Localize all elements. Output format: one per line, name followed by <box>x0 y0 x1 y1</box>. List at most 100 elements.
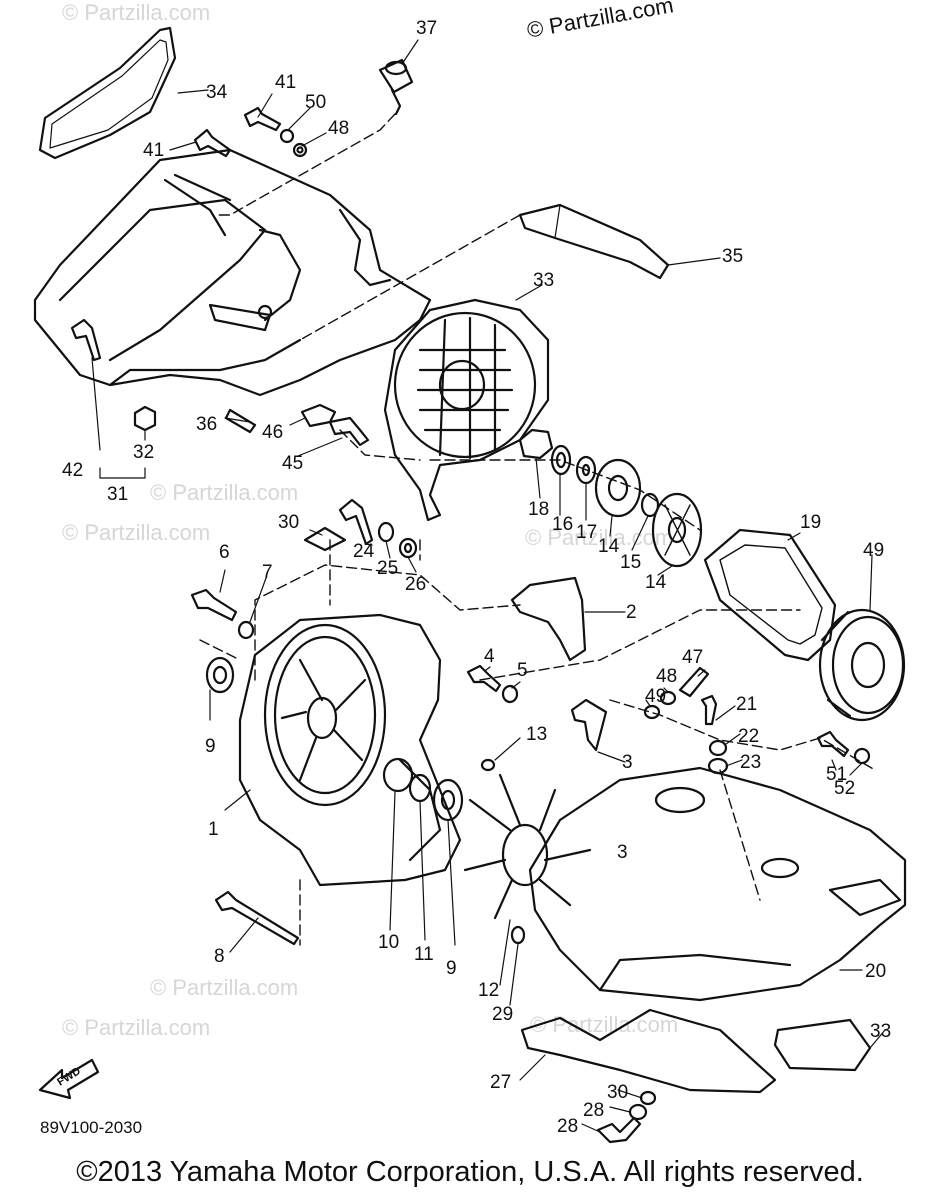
part-45-bracket <box>328 416 370 447</box>
callout-39: 36 <box>196 414 217 435</box>
callout-8: 8 <box>214 946 225 967</box>
callout-16: 16 <box>552 514 573 535</box>
callout-35: 32 <box>133 442 154 463</box>
part-22-nut <box>708 739 728 757</box>
callout-9: 9 <box>205 736 216 757</box>
callout-29: 28 <box>583 1100 604 1121</box>
part-5-washer <box>501 684 519 704</box>
callout-24: 24 <box>353 541 375 562</box>
part-18-collar <box>518 428 554 460</box>
part-9-bearing <box>432 778 464 822</box>
watermark: © Partzilla.com <box>150 975 299 1000</box>
part-28-bolt <box>596 1116 642 1144</box>
callout-21: 21 <box>736 694 757 715</box>
part-8-bolt <box>214 890 300 946</box>
part-46-grommet <box>300 403 337 428</box>
part-26-nut <box>398 537 418 559</box>
part-42-bolt <box>70 318 102 362</box>
part-33-pad <box>773 1018 872 1072</box>
callout-41: 41 <box>275 72 296 93</box>
part-15-washer <box>640 492 660 518</box>
callout-31: 30 <box>278 512 299 533</box>
callout-49: 49 <box>645 686 666 707</box>
part-7-washer <box>237 620 255 640</box>
callout-33: 33 <box>870 1021 891 1042</box>
callout-37: 34 <box>206 82 228 103</box>
callout-36: 33 <box>533 270 554 291</box>
diagram-code: 89V100-2030 <box>40 1118 143 1137</box>
part-3-bracket <box>570 698 608 752</box>
callout-52: 52 <box>834 778 855 799</box>
callout-27: 27 <box>490 1072 511 1093</box>
callout-15: 15 <box>620 552 641 573</box>
callout-43: 48 <box>328 118 349 139</box>
callout-labels: 37 34 41 50 48 41 35 33 36 46 32 45 42 3… <box>55 18 891 1137</box>
callout-13: 13 <box>526 724 547 745</box>
part-37-cover-sheet <box>38 26 177 160</box>
watermark: © Partzilla.com <box>530 1012 679 1037</box>
part-29-washer <box>628 1103 648 1121</box>
part-41-bolt <box>243 106 282 132</box>
callout-11: 11 <box>414 944 434 965</box>
part-14-plate-2 <box>651 492 703 568</box>
callout-30: 30 <box>607 1082 628 1103</box>
part-13-nut <box>480 758 496 772</box>
part-1-fan-housing <box>238 613 462 887</box>
part-44-washer <box>279 128 295 144</box>
part-32-washer <box>510 925 526 945</box>
part-43-nut <box>292 142 308 158</box>
callout-9b: 9 <box>446 958 457 979</box>
fwd-arrow-icon <box>38 1058 100 1100</box>
callout-19: 19 <box>800 512 821 533</box>
callout-38: 35 <box>722 246 743 267</box>
part-19-belt <box>703 528 837 662</box>
part-40-boot <box>378 58 414 116</box>
callout-14b: 14 <box>645 572 667 593</box>
part-shroud-upper <box>33 148 432 397</box>
callout-6: 6 <box>219 542 230 563</box>
callout-7: 7 <box>262 562 273 583</box>
part-2-duct <box>510 576 587 662</box>
part-25-washer <box>377 521 395 543</box>
part-50-pulley <box>818 608 906 722</box>
callout-42: 42 <box>62 460 83 481</box>
part-35-collar <box>133 405 157 432</box>
callout-5: 5 <box>517 660 528 681</box>
callout-45: 45 <box>282 453 303 474</box>
callout-3b: 3 <box>617 842 628 863</box>
part-52-washer <box>853 747 871 765</box>
callout-20: 20 <box>865 961 886 982</box>
part-49-nut <box>643 704 661 720</box>
callout-23: 23 <box>740 752 761 773</box>
part-27-bracket <box>520 1008 777 1094</box>
callout-50: 49 <box>863 540 884 561</box>
part-14-drive-plate <box>594 458 642 518</box>
callout-51: 51 <box>826 764 847 785</box>
callout-10: 10 <box>378 932 399 953</box>
assembly-guide-lines <box>199 113 876 946</box>
callout-47: 47 <box>682 647 703 668</box>
callout-46: 46 <box>262 422 283 443</box>
callout-40: 37 <box>416 18 437 39</box>
watermark: © Partzilla.com <box>62 520 211 545</box>
part-21-bolt <box>700 694 718 726</box>
part-10-clip <box>382 757 414 793</box>
copyright-notice: ©2013 Yamaha Motor Corporation, U.S.A. A… <box>76 1156 864 1188</box>
part-20-engine-cover <box>528 766 907 1002</box>
callout-leaders <box>91 39 886 1133</box>
callout-34: 31 <box>107 484 128 505</box>
callout-28: 28 <box>557 1116 578 1137</box>
callout-48: 48 <box>656 666 677 687</box>
callout-4: 4 <box>484 646 495 667</box>
callout-1: 1 <box>208 819 219 840</box>
part-9-seal <box>205 656 235 694</box>
part-31-clip <box>303 526 347 552</box>
watermark: © Partzilla.com <box>62 0 211 25</box>
callout-41b: 41 <box>143 140 164 161</box>
watermark: © Partzilla.com <box>525 525 674 550</box>
part-41-bolt-2 <box>193 128 232 158</box>
part-38-band <box>518 203 670 280</box>
part-39-clip <box>224 408 257 434</box>
callout-14: 14 <box>598 536 620 557</box>
